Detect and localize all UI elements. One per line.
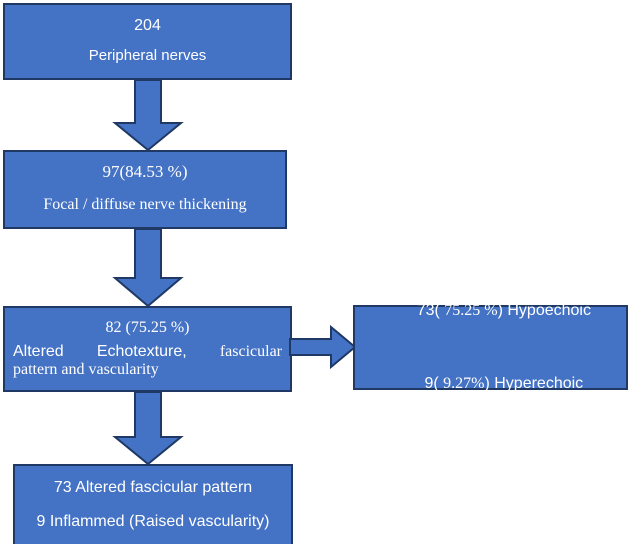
node-altered-echotexture-label-part2: fascicular bbox=[219, 342, 282, 360]
node-altered-echotexture[interactable]: 82 (75.25 %) Altered Echotexture, fascic… bbox=[3, 306, 292, 392]
node-echogenicity-line2: 9( 9.27%) Hyperechoic bbox=[365, 355, 616, 414]
node-echogenicity-line2-label: Hyperechoic bbox=[494, 375, 584, 393]
node-altered-echotexture-label-line2: pattern and vascularity bbox=[13, 360, 159, 378]
node-echogenicity-line1-count: 73( bbox=[416, 302, 445, 320]
node-fascicular-pattern-line1: 73 Altered fascicular pattern bbox=[53, 479, 253, 497]
node-echogenicity-line1: 73( 75.25 %) Hypoechoic bbox=[365, 282, 616, 341]
node-peripheral-nerves-count: 204 bbox=[134, 16, 161, 34]
node-peripheral-nerves-label: Peripheral nerves bbox=[88, 47, 207, 65]
arrow-echotexture-to-fascicular-icon bbox=[112, 391, 184, 466]
node-altered-echotexture-label-part1: Altered Echotexture, bbox=[13, 342, 187, 360]
node-fascicular-pattern-line2: 9 Inflammed (Raised vascularity) bbox=[36, 513, 270, 530]
node-echogenicity-line1-label: Hypoechoic bbox=[507, 302, 591, 320]
node-echogenicity-line2-count: 9( bbox=[424, 375, 444, 393]
arrow-echotexture-to-echogenicity-icon bbox=[289, 324, 357, 370]
node-nerve-thickening[interactable]: 97(84.53 %) Focal / diffuse nerve thicke… bbox=[3, 150, 287, 229]
node-altered-echotexture-label-line1: Altered Echotexture, fascicular bbox=[13, 343, 282, 361]
node-altered-echotexture-count: 82 (75.25 %) bbox=[105, 319, 190, 337]
node-echogenicity-line1-close: ) bbox=[497, 302, 508, 320]
arrow-root-to-thickening-icon bbox=[112, 79, 184, 152]
node-peripheral-nerves[interactable]: 204 Peripheral nerves bbox=[3, 3, 292, 80]
node-echogenicity-line2-pct: 9.27% bbox=[443, 375, 485, 393]
node-fascicular-pattern[interactable]: 73 Altered fascicular pattern 9 Inflamme… bbox=[13, 464, 293, 544]
node-nerve-thickening-label: Focal / diffuse nerve thickening bbox=[43, 196, 247, 214]
node-echogenicity[interactable]: 73( 75.25 %) Hypoechoic 9( 9.27%) Hypere… bbox=[353, 302, 628, 392]
node-nerve-thickening-count: 97(84.53 %) bbox=[102, 162, 188, 182]
arrow-thickening-to-echotexture-icon bbox=[112, 228, 184, 308]
node-echogenicity-line2-close: ) bbox=[484, 375, 495, 393]
node-echogenicity-line1-pct: 75.25 % bbox=[444, 302, 498, 320]
